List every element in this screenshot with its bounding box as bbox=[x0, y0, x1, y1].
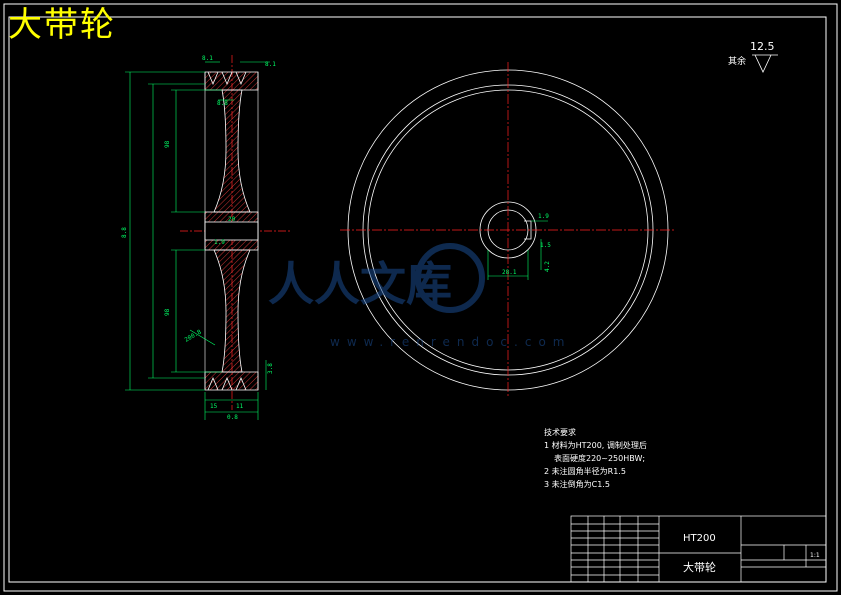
outer-border bbox=[3, 3, 838, 592]
section-view bbox=[180, 55, 290, 410]
tech-requirement-item: 2 未注圆角半径为R1.5 bbox=[544, 467, 626, 476]
watermark-logo-icon bbox=[415, 243, 485, 313]
dim-label: 11 bbox=[236, 403, 244, 410]
dim-label: 20 bbox=[228, 216, 236, 223]
section-dimensions bbox=[125, 61, 270, 420]
dim-label: 28.1 bbox=[502, 269, 517, 276]
surface-finish-symbol: 12.5 其余 bbox=[728, 40, 778, 73]
dim-label: 3.8 bbox=[267, 363, 274, 374]
dim-label: 8.8 bbox=[217, 100, 228, 107]
dim-label: 98 bbox=[164, 140, 171, 148]
surface-finish-label: 其余 bbox=[728, 55, 746, 67]
title-block-material: HT200 bbox=[683, 533, 716, 544]
watermark: 人人文库 www.renrendoc.com bbox=[268, 243, 571, 349]
dim-label: 0.8 bbox=[227, 414, 238, 421]
dim-label: 1.9 bbox=[214, 239, 225, 246]
surface-finish-value: 12.5 bbox=[750, 40, 775, 53]
dim-label: 8.1 bbox=[202, 55, 213, 62]
inner-border bbox=[8, 16, 827, 583]
dim-label: 1.9 bbox=[538, 213, 549, 220]
title-block bbox=[570, 515, 827, 583]
roughness-triangle-icon bbox=[752, 54, 778, 73]
watermark-url: www.renrendoc.com bbox=[330, 335, 571, 349]
dim-label: 4.2 bbox=[544, 261, 551, 272]
dim-label: 15 bbox=[210, 403, 218, 410]
tech-requirements-heading: 技术要求 bbox=[544, 428, 576, 437]
front-centerlines bbox=[340, 62, 676, 398]
front-dimension-labels: 1.9 1.5 28.1 4.2 bbox=[502, 213, 551, 276]
title-block-part-name: 大带轮 bbox=[683, 560, 716, 574]
watermark-brand: 人人文库 bbox=[268, 257, 452, 311]
dim-label: 8.8 bbox=[121, 227, 128, 238]
tech-requirement-item: 表面硬度220~250HBW; bbox=[554, 454, 646, 463]
title-block-scale: 1:1 bbox=[810, 552, 820, 559]
front-dimensions bbox=[487, 220, 548, 280]
drawing-title: 大带轮 bbox=[8, 5, 116, 45]
dim-label: 8.1 bbox=[265, 61, 276, 68]
section-dimension-labels: 8.1 8.1 8.8 98 98 20 1.9 200.8 15 11 0.8… bbox=[121, 55, 276, 421]
dim-label: 1.5 bbox=[540, 242, 551, 249]
tech-requirement-item: 3 未注倒角为C1.5 bbox=[544, 480, 610, 489]
dim-label: 98 bbox=[164, 308, 171, 316]
tech-requirement-item: 1 材料为HT200, 调制处理后 bbox=[544, 441, 647, 450]
dim-label: 200.8 bbox=[184, 328, 203, 343]
tech-requirements: 技术要求 1 材料为HT200, 调制处理后 表面硬度220~250HBW; 2… bbox=[544, 426, 647, 491]
